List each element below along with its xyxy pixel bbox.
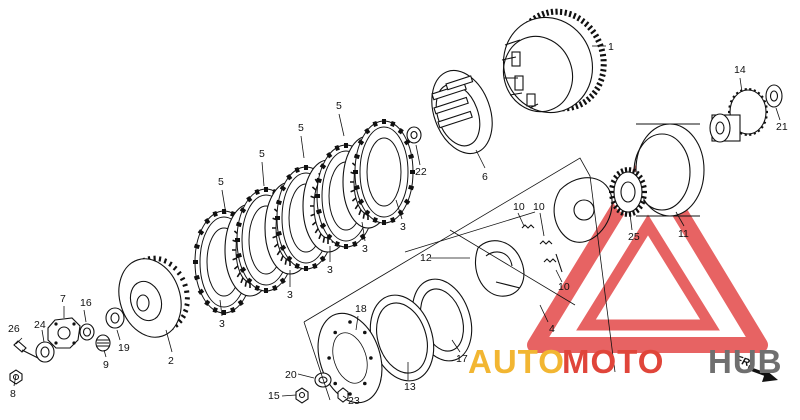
spring-10c — [543, 253, 563, 273]
nut-15 — [295, 387, 309, 404]
callout-6: 6 — [482, 171, 488, 183]
callout-5d: 5 — [336, 100, 342, 112]
callout-2: 2 — [168, 355, 174, 367]
watermark-logo-triangle — [527, 152, 768, 353]
callout-labels: 1 2 3 3 3 3 3 4 5 5 5 5 6 7 8 9 10 10 10… — [8, 41, 788, 407]
watermark-word-hub: HUB — [708, 343, 783, 380]
washer-19 — [105, 307, 125, 329]
lifter-plate — [47, 317, 81, 349]
callout-11: 11 — [678, 228, 689, 240]
callout-1: 1 — [608, 41, 614, 53]
callout-5a: 5 — [218, 176, 224, 188]
callout-24: 24 — [34, 319, 46, 331]
spring-9 — [95, 334, 111, 352]
callout-20: 20 — [285, 369, 297, 381]
callout-8: 8 — [10, 388, 16, 400]
callout-12: 12 — [420, 252, 432, 264]
callout-18: 18 — [355, 303, 367, 315]
bolt-23 — [337, 387, 349, 403]
clutch-drum — [633, 123, 705, 217]
washer-21 — [765, 84, 783, 108]
watermark-word-moto: MOTO — [562, 343, 664, 380]
callout-19: 19 — [118, 342, 130, 354]
callout-9: 9 — [103, 359, 109, 371]
callout-3b: 3 — [287, 289, 293, 301]
callout-15: 15 — [268, 390, 280, 402]
callout-4: 4 — [549, 323, 555, 335]
callout-14: 14 — [734, 64, 746, 76]
bearing-24 — [35, 341, 55, 363]
callout-5c: 5 — [298, 122, 304, 134]
plate-18 — [317, 312, 383, 404]
callout-13: 13 — [404, 381, 416, 393]
bolt-26 — [13, 340, 39, 359]
callout-22: 22 — [415, 166, 427, 178]
leader-lines — [13, 45, 781, 399]
assembly-outline — [303, 157, 616, 401]
callout-10a: 10 — [513, 201, 525, 213]
callout-23: 23 — [348, 395, 360, 407]
callout-3d: 3 — [362, 243, 368, 255]
friction-disc — [353, 119, 415, 225]
centrifugal-shoe-assembly — [474, 177, 613, 297]
bearing-16 — [79, 323, 95, 341]
callout-5b: 5 — [259, 148, 265, 160]
callout-26: 26 — [8, 323, 20, 335]
watermark: AUTO MOTO HUB — [468, 343, 783, 380]
callout-21: 21 — [776, 121, 788, 133]
primary-drive-gear — [709, 88, 768, 143]
clutch-center — [431, 69, 493, 155]
pressure-plate — [118, 255, 190, 338]
clutch-disc-stack — [193, 119, 415, 315]
callout-10c: 10 — [558, 281, 570, 293]
callout-3e: 3 — [400, 221, 406, 233]
watermark-word-auto: AUTO — [468, 343, 565, 380]
clutch-outer-housing — [501, 8, 607, 114]
callout-10b: 10 — [533, 201, 545, 213]
callout-3a: 3 — [219, 318, 225, 330]
callout-17: 17 — [456, 353, 468, 365]
direction-marker: FR. — [734, 353, 778, 382]
direction-marker-text: FR. — [734, 353, 754, 370]
washer-22 — [406, 126, 422, 144]
callout-16a: 16 — [80, 297, 92, 309]
callout-3c: 3 — [327, 264, 333, 276]
callout-25: 25 — [628, 231, 640, 243]
gear-25 — [609, 167, 647, 217]
callout-7: 7 — [60, 293, 66, 305]
spring-10b — [539, 240, 553, 245]
